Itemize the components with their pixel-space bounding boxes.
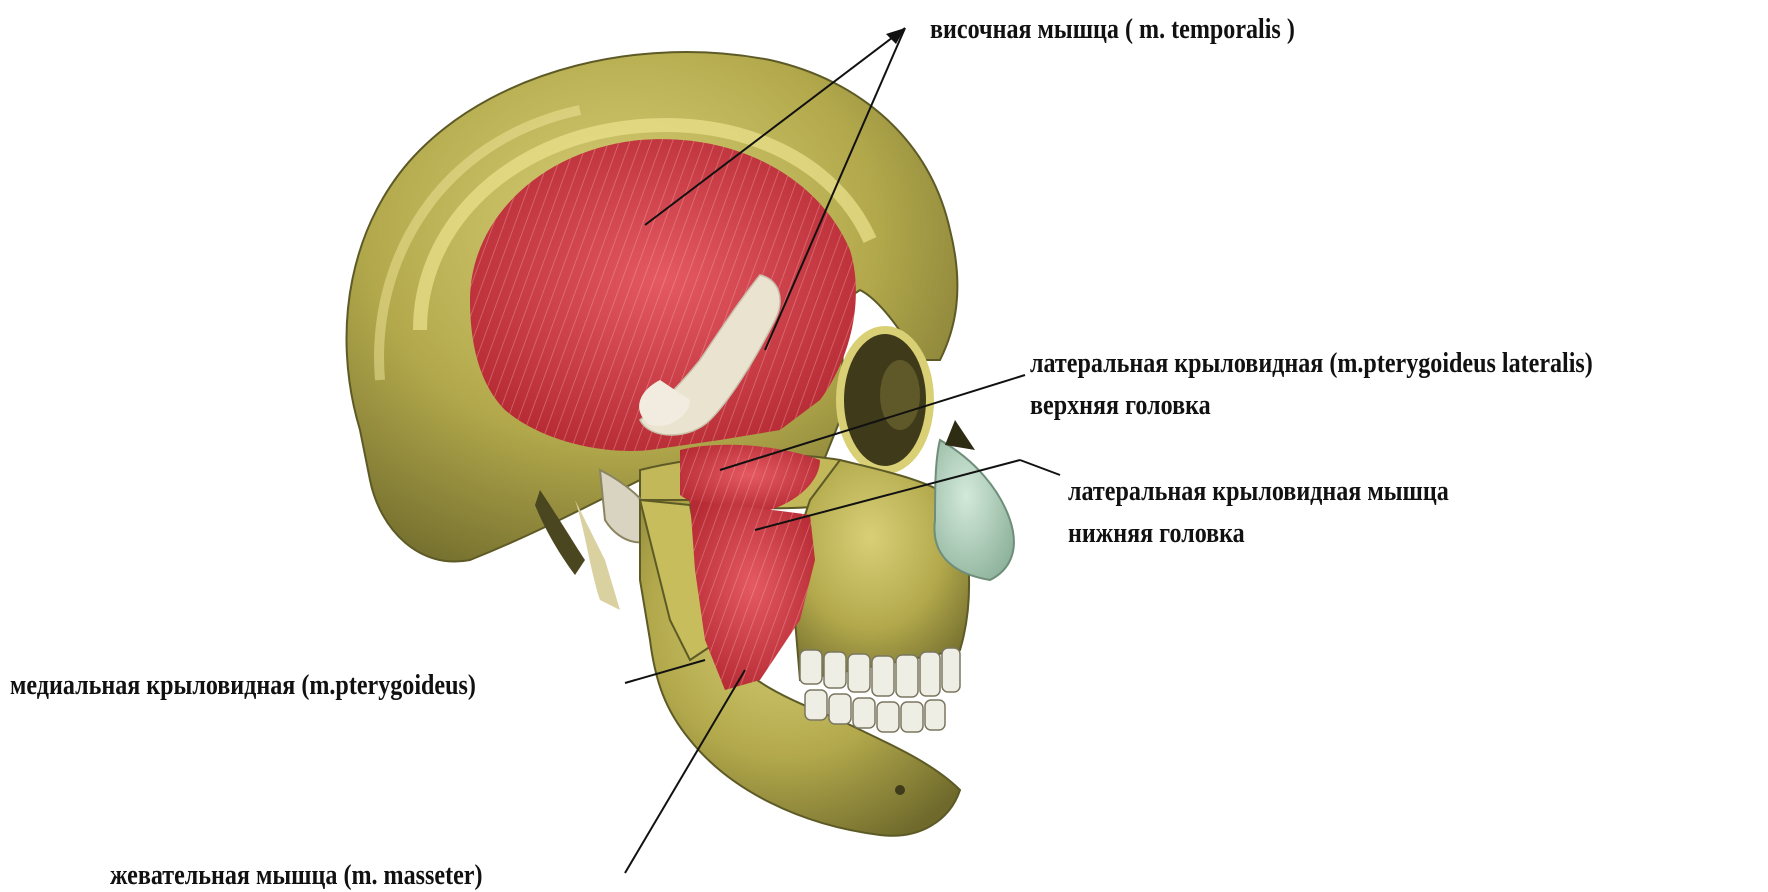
- label-lateral-pterygoid-upper: латеральная крыловидная (m.pterygoideus …: [1030, 350, 1593, 420]
- label-lateral-lower-line2: нижняя головка: [1068, 520, 1449, 548]
- label-masseter: жевательная мышца (m. masseter): [110, 862, 483, 890]
- nasal-cartilage: [934, 440, 1013, 580]
- label-lateral-lower-line1: латеральная крыловидная мышца: [1068, 478, 1449, 506]
- teeth: [800, 648, 960, 732]
- leader-line-lateral-lower: [1020, 460, 1060, 475]
- label-medial-pterygoid: медиальная крыловидная (m.pterygoideus): [10, 672, 476, 700]
- label-lateral-upper-line1: латеральная крыловидная (m.pterygoideus …: [1030, 350, 1593, 378]
- label-lateral-pterygoid-lower: латеральная крыловидная мышца нижняя гол…: [1068, 478, 1449, 548]
- label-temporalis: височная мышца ( m. temporalis ): [930, 16, 1295, 44]
- label-lateral-upper-line2: верхняя головка: [1030, 392, 1593, 420]
